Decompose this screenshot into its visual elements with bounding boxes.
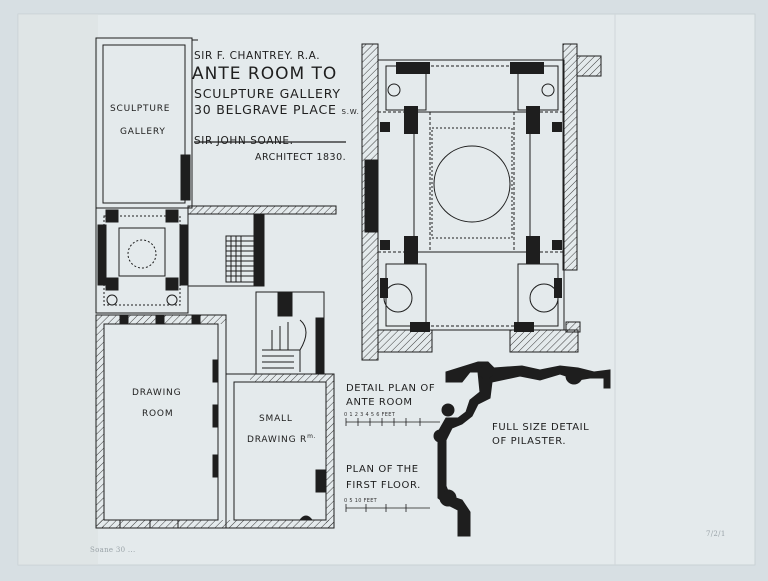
corridor — [187, 205, 337, 215]
sculpture-gallery-label-2: GALLERY — [120, 127, 166, 137]
first-floor-caption-2: FIRST FLOOR. — [346, 480, 421, 491]
title-line-1: SIR F. CHANTREY. R.A. — [194, 50, 321, 62]
stair-treads — [225, 235, 257, 283]
small-drawing-room-sup: m. — [307, 433, 317, 440]
pilaster-caption-1: FULL SIZE DETAIL — [492, 422, 590, 433]
architect-name: SIR JOHN SOANE. — [194, 135, 294, 147]
title-line-4: 30 BELGRAVE PLACE S.W. — [194, 102, 360, 117]
title-line-3: SCULPTURE GALLERY — [194, 86, 341, 101]
small-drawing-room-main: DRAWING R — [247, 435, 308, 445]
pencil-note-bottom-right: 7/2/1 — [706, 530, 726, 538]
sculpture-gallery-label-1: SCULPTURE — [110, 104, 171, 114]
detail-plan-caption-1: DETAIL PLAN OF — [346, 383, 436, 394]
first-floor-scale-bar — [345, 504, 430, 512]
first-floor-plan — [95, 37, 337, 529]
pilaster-detail — [433, 361, 611, 537]
first-floor-scale-label: 0 5 10 FEET — [344, 498, 378, 504]
detail-scale-bar — [345, 418, 440, 426]
detail-scale-label: 0 1 2 3 4 5 6 FEET — [344, 412, 396, 418]
architect-role-date: ARCHITECT 1830. — [255, 152, 347, 163]
title-line-4-suffix: S.W. — [341, 108, 360, 116]
title-line-4-main: 30 BELGRAVE PLACE — [194, 102, 337, 117]
drawing-room-label-2: ROOM — [142, 409, 174, 419]
paper-tone-left — [18, 14, 98, 565]
detail-plan-caption-2: ANTE ROOM — [346, 397, 413, 408]
ante-room-detail-plan — [361, 43, 602, 361]
pencil-note-bottom-left: Soane 30 ... — [90, 546, 136, 554]
drawing-room-label-1: DRAWING — [132, 388, 182, 398]
first-floor-caption-1: PLAN OF THE — [346, 464, 419, 475]
small-drawing-room-label-2: DRAWING Rm. — [247, 433, 316, 445]
pilaster-caption-2: OF PILASTER. — [492, 436, 567, 447]
title-line-2: ANTE ROOM TO — [192, 64, 338, 84]
small-drawing-room-label-1: SMALL — [259, 414, 293, 424]
